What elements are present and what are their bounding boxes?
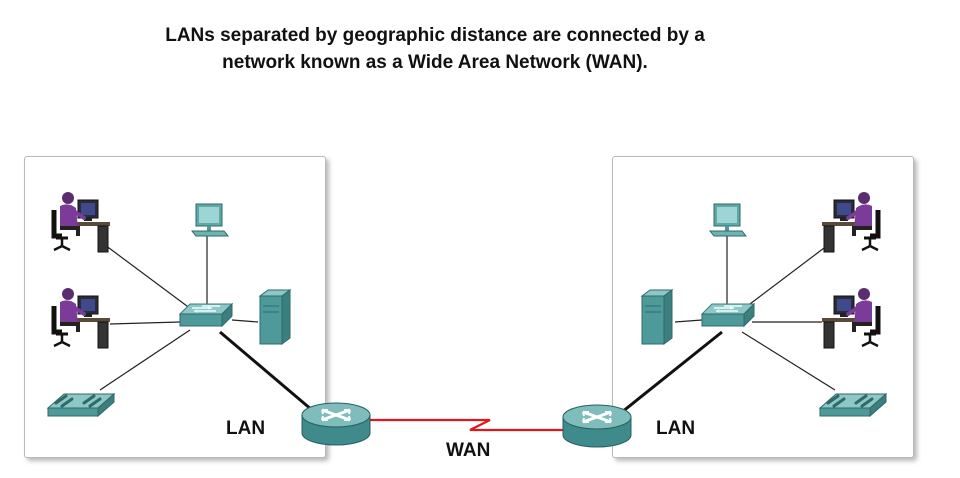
lan-left-label: LAN — [226, 418, 265, 439]
right-person-workstation-icon — [822, 192, 878, 252]
left-router-icon — [300, 401, 372, 447]
right-ip-phone-icon — [818, 392, 888, 418]
caption-line-1: LANs separated by geographic distance ar… — [165, 25, 705, 46]
right-router-icon — [561, 403, 633, 449]
right-lan-cables — [621, 234, 836, 414]
right-server-icon — [641, 289, 673, 345]
left-person-workstation-icon — [54, 192, 110, 252]
left-switch-icon — [179, 303, 233, 327]
left-monitor-icon — [191, 203, 229, 237]
wan-label: WAN — [446, 440, 490, 461]
right-person-workstation-icon — [822, 288, 878, 348]
left-ip-phone-icon — [46, 392, 116, 418]
lan-right-label: LAN — [656, 418, 695, 439]
left-lan-cables — [99, 232, 313, 412]
diagram-caption: LANs separated by geographic distance ar… — [0, 22, 870, 76]
left-person-workstation-icon — [54, 288, 110, 348]
right-monitor-icon — [709, 203, 747, 237]
left-server-icon — [259, 289, 291, 345]
caption-line-2: network known as a Wide Area Network (WA… — [222, 52, 648, 73]
wan-link — [370, 418, 565, 432]
right-switch-icon — [701, 303, 755, 327]
